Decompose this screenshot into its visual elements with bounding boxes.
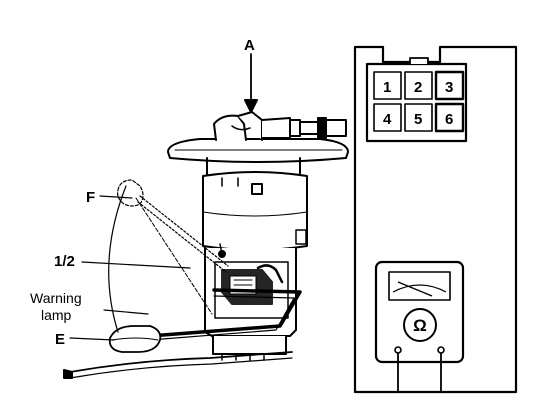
pin-label: 6 xyxy=(445,111,453,128)
ohm-symbol: Ω xyxy=(413,316,427,335)
probe-terminal-left xyxy=(394,346,402,354)
fuel-outlet-fitting xyxy=(213,114,247,141)
fuel-pump-assembly xyxy=(63,53,349,379)
leader-warning xyxy=(103,309,149,315)
pin-cell xyxy=(434,102,465,133)
float-full-phantom xyxy=(117,179,144,207)
leader-e xyxy=(69,337,115,341)
pin-label: 1 xyxy=(383,79,391,96)
return-hose xyxy=(69,351,293,373)
label-half: 1/2 xyxy=(54,253,75,270)
float-sweep-arc xyxy=(108,185,127,333)
ohmmeter-test-panel xyxy=(353,45,518,394)
pin-cell xyxy=(373,103,402,132)
ohmmeter xyxy=(374,260,465,364)
connector-block xyxy=(365,62,468,143)
label-warning: Warning xyxy=(30,290,82,306)
pin-cell xyxy=(373,71,402,100)
meter-scale-window xyxy=(388,271,451,301)
pump-neck xyxy=(206,157,301,177)
meter-needle xyxy=(397,281,433,297)
leader-f xyxy=(99,195,133,199)
pin-cell xyxy=(404,103,433,132)
label-a: A xyxy=(244,37,255,54)
pin-label: 2 xyxy=(414,79,422,96)
leader-half xyxy=(81,261,191,269)
meter-scale-arc xyxy=(392,284,447,293)
float-arm xyxy=(148,288,302,338)
probe-terminal-right xyxy=(437,346,445,354)
pin-label: 3 xyxy=(445,79,453,96)
pin-cell xyxy=(434,70,465,101)
label-f: F xyxy=(86,189,95,206)
ohm-dial xyxy=(403,308,437,342)
pin-cell xyxy=(404,71,433,100)
label-e: E xyxy=(55,331,65,348)
label-lamp: lamp xyxy=(41,307,72,323)
float-empty xyxy=(108,325,162,353)
pin-label: 5 xyxy=(414,111,422,128)
pin-label: 4 xyxy=(383,111,392,128)
